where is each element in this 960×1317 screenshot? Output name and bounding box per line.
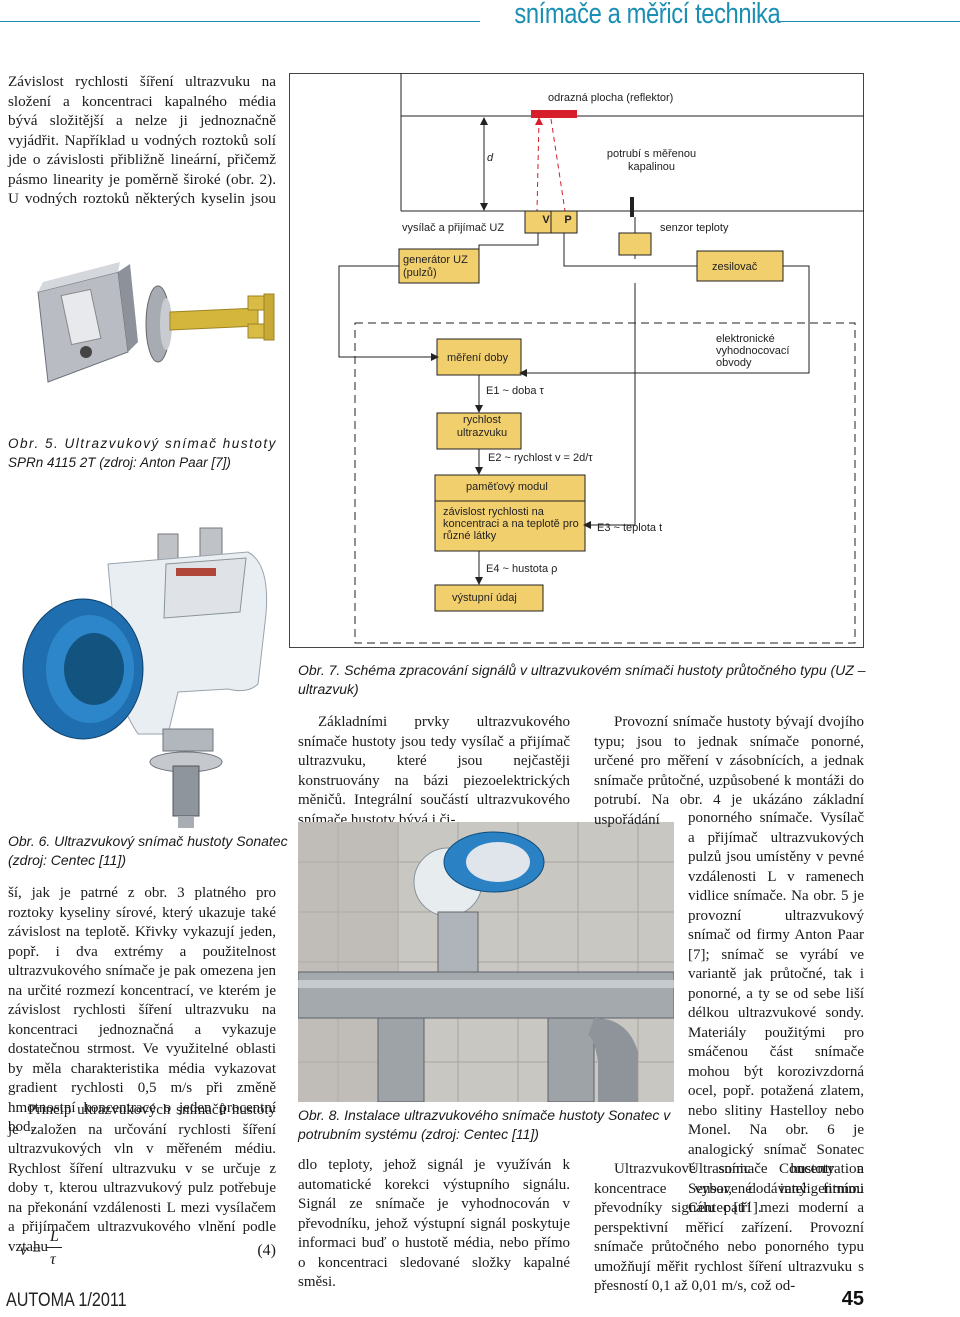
formula-4: v = L τ (4)	[20, 1228, 276, 1280]
formula-fraction-bar	[46, 1247, 62, 1248]
label-v: V	[542, 214, 550, 226]
label-e1: E1 ~ doba τ	[486, 385, 544, 397]
label-e2: E2 ~ rychlost v = 2d/τ	[488, 452, 593, 464]
fig6-caption: Obr. 6. Ultrazvukový snímač hustoty Sona…	[8, 832, 288, 870]
fig6-caption-line2: (zdroj: Centec [11])	[8, 852, 127, 868]
fig8-photo	[298, 822, 674, 1102]
fig5-caption: Obr. 5. Ultrazvukový snímač hustoty SPRn…	[8, 434, 288, 472]
formula-numerator: L	[50, 1228, 59, 1245]
label-transmitter: vysílač a přijímač UZ	[402, 222, 505, 234]
footer-journal: AUTOMA 1/2011	[6, 1290, 127, 1311]
label-temp-sensor: senzor teploty	[660, 222, 729, 234]
label-pipe: potrubí s měřenou kapalinou	[606, 148, 697, 173]
label-time-measure: měření doby	[447, 352, 509, 364]
label-e3: E3 ~ teplota t	[597, 522, 663, 534]
fig7-diagram-frame	[289, 73, 864, 648]
fig7-diagram	[338, 73, 864, 644]
label-dependency: závislost rychlosti na koncentraci a na …	[443, 506, 579, 542]
label-reflector: odrazná plocha (reflektor)	[548, 92, 674, 104]
label-p: P	[564, 214, 572, 226]
fig7-caption: Obr. 7. Schéma zpracování signálů v ultr…	[298, 662, 866, 697]
formula-denominator: τ	[50, 1251, 56, 1268]
label-distance-d: d	[487, 152, 494, 164]
formula-number: (4)	[257, 1242, 276, 1259]
fig5-caption-line2: SPRn 4115 2T (zdroj: Anton Paar [7])	[8, 455, 231, 470]
label-memory: paměťový modul	[466, 481, 548, 493]
label-electronics: elektronické vyhodnocovací obvody	[716, 333, 790, 369]
col2-paragraph-top: Základními prvky ultrazvukového snímače …	[298, 714, 570, 828]
fig6-caption-line1: Obr. 6. Ultrazvukový snímač hustoty Sona…	[8, 833, 288, 849]
col3-paragraph-top: Provozní snímače hustoty bývají dvojího …	[594, 714, 864, 828]
formula-lhs: v =	[20, 1242, 42, 1259]
col1-paragraph-1: ší, jak je patrné z obr. 3 platného pro …	[8, 885, 276, 1135]
footer-page-number: 45	[841, 1288, 864, 1310]
fig5-photo	[8, 212, 288, 430]
label-speed: rychlost ultrazvuku	[456, 414, 508, 439]
fig5-caption-line1: Obr. 5. Ultrazvukový snímač hustoty	[8, 436, 277, 451]
label-e4: E4 ~ hustota ρ	[486, 563, 558, 575]
col2-paragraph-bottom: dlo teploty, jehož signál je využíván k …	[298, 1157, 570, 1290]
col3-paragraph-narrow: ponorného snímače. Vysílač a přijímač ul…	[688, 810, 864, 1216]
label-generator: generátor UZ (pulzů)	[403, 254, 468, 279]
col3-paragraph-bottom: Ultrazvukové snímače hustoty a koncentra…	[594, 1161, 864, 1294]
header-title-backdrop	[480, 0, 780, 32]
label-output: výstupní údaj	[452, 592, 517, 604]
label-amplifier: zesilovač	[712, 261, 758, 273]
intro-paragraph: Závislost rychlosti šíření ultrazvuku na…	[8, 73, 276, 227]
fig6-photo	[8, 494, 288, 828]
section-title: snímače a měřicí technika	[514, 0, 780, 30]
fig8-caption: Obr. 8. Instalace ultrazvukového snímače…	[298, 1107, 671, 1142]
col1-paragraph-2: Princip ultrazvukových snímačů hustoty j…	[8, 1102, 276, 1255]
